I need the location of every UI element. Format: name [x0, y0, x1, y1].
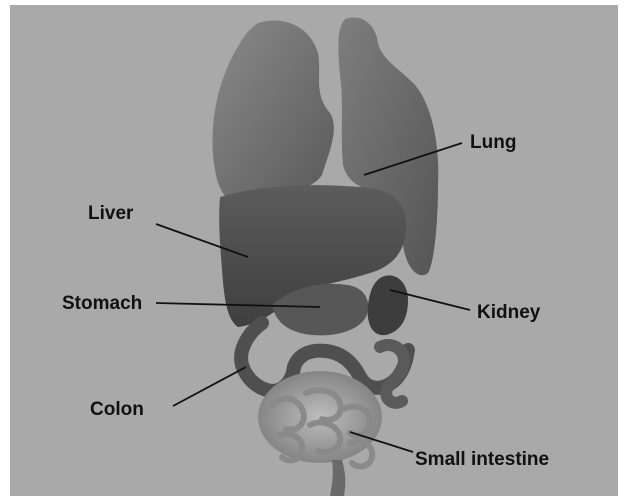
small-intestine-label: Small intestine: [415, 450, 549, 469]
liver-label: Liver: [88, 204, 133, 223]
colon-leader-line: [173, 367, 246, 406]
colon-right-loop: [380, 345, 404, 403]
stomach-label: Stomach: [62, 294, 142, 313]
lung-label: Lung: [470, 133, 516, 152]
kidney: [368, 275, 408, 335]
render-background: Lung Liver Stomach Kidney Colon Small in…: [10, 5, 618, 496]
organ-illustration: [10, 5, 618, 496]
left-lung: [212, 21, 333, 202]
rectum: [330, 460, 345, 496]
kidney-label: Kidney: [477, 303, 540, 322]
colon-label: Colon: [90, 400, 144, 419]
